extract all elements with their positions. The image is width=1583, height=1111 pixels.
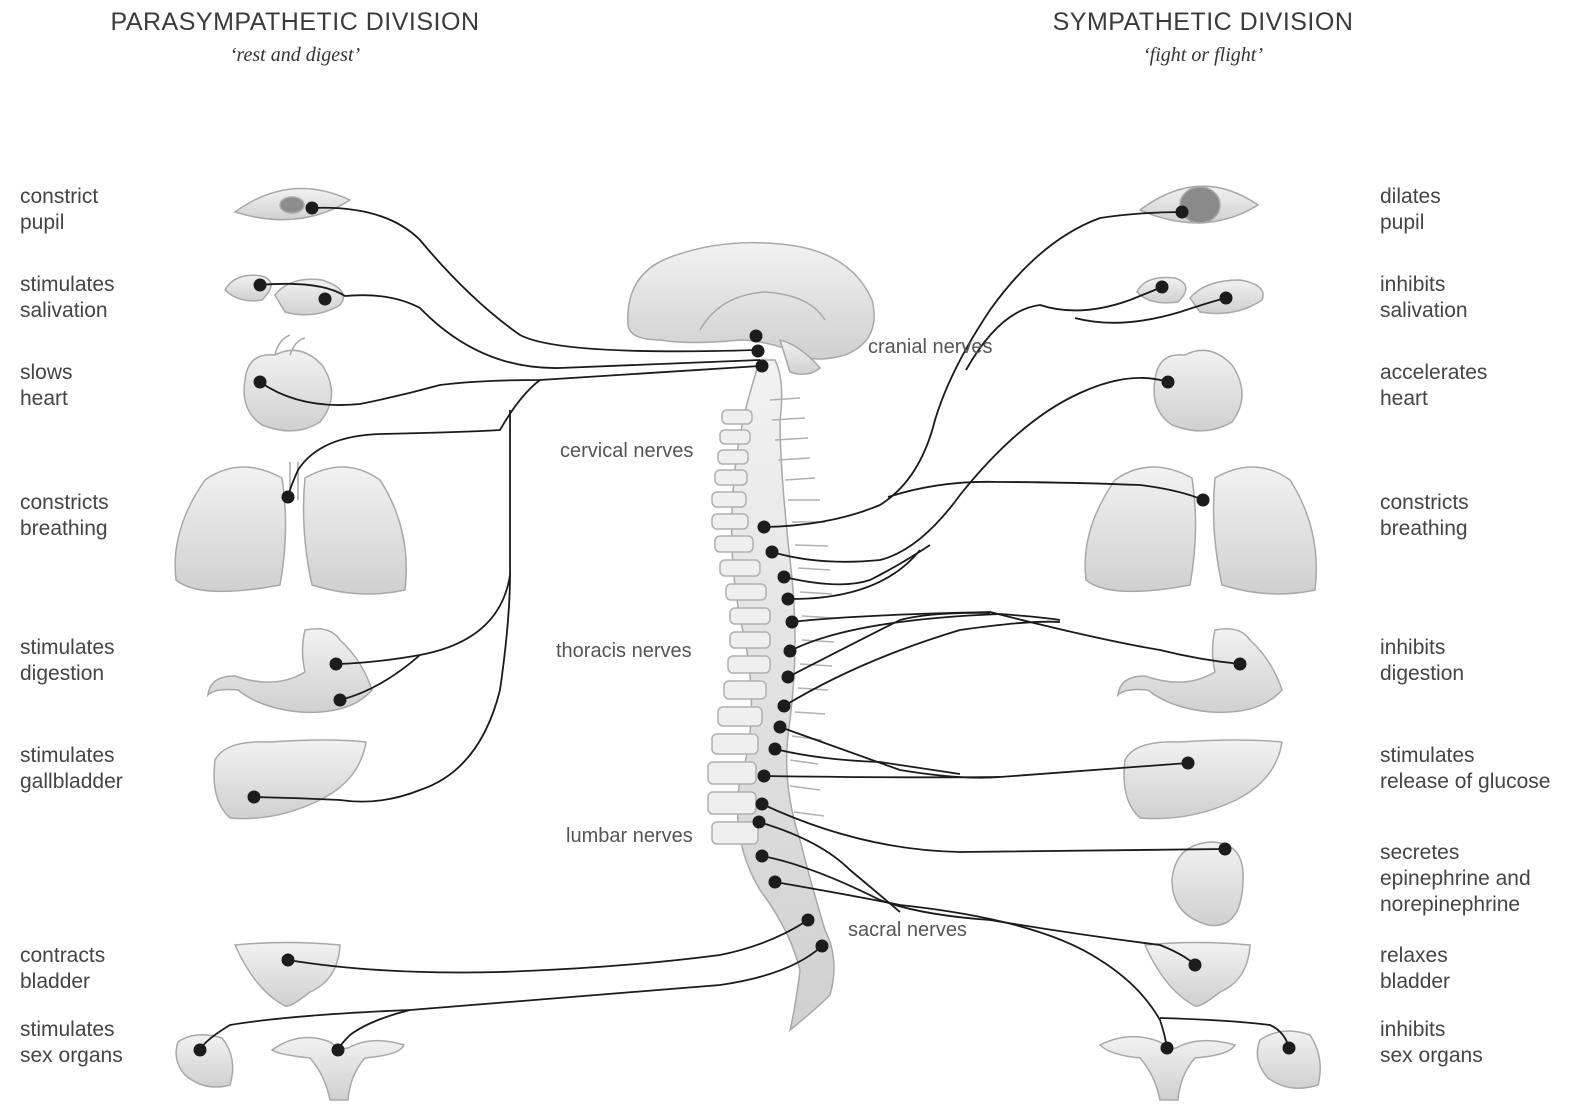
right-liver-icon [1124,740,1282,819]
node-para-pupil [306,202,319,215]
lumbar-nerves-label: lumbar nerves [566,825,693,848]
node-para-salivary-1 [254,279,267,292]
node-spine [782,671,795,684]
node-cranial-2 [752,345,765,358]
right-bladder-icon [1145,943,1250,1007]
node-spine [766,546,779,559]
node-spine [758,770,771,783]
node-para-female [332,1044,345,1057]
node-para-heart [254,376,267,389]
sacral-nerves-label: sacral nerves [848,919,967,942]
node-para-liver [248,791,261,804]
node-spine [756,850,769,863]
right-male-organ-icon [1257,1031,1320,1088]
brain-icon [628,243,874,375]
right-stomach-icon [1118,629,1282,713]
node-symp-stomach [1234,658,1247,671]
node-symp-bladder [1189,959,1202,972]
node-para-lungs [282,491,295,504]
node-para-salivary-2 [319,293,332,306]
node-symp-female [1161,1042,1174,1055]
right-lungs-icon [1085,467,1316,594]
node-spine [782,593,795,606]
node-symp-salivary-2 [1220,292,1233,305]
thoracis-nerves-label: thoracis nerves [556,640,692,663]
node-spine [756,798,769,811]
right-salivary-gland-icon [1137,278,1263,314]
node-cranial-1 [750,330,763,343]
node-spine [784,645,797,658]
node-para-stomach-2 [334,694,347,707]
right-kidney-icon [1172,842,1243,925]
left-lungs-icon [175,462,406,594]
left-eye-icon [235,188,350,219]
node-sacral-1 [802,914,815,927]
node-spine [758,521,771,534]
node-cranial-3 [756,360,769,373]
node-spine [778,571,791,584]
node-symp-pupil [1176,206,1189,219]
right-eye-icon [1140,186,1258,223]
left-bladder-icon [235,943,340,1007]
node-spine [774,721,787,734]
left-male-organ-icon [176,1035,233,1087]
node-symp-salivary-1 [1156,281,1169,294]
node-spine [753,816,766,829]
node-symp-liver [1182,757,1195,770]
left-liver-icon [214,740,366,819]
node-symp-male [1283,1042,1296,1055]
node-para-bladder [282,954,295,967]
node-spine [786,616,799,629]
right-heart-icon [1154,350,1242,431]
cranial-nerves-label: cranial nerves [868,336,993,359]
node-spine [778,700,791,713]
node-symp-heart [1162,376,1175,389]
left-stomach-icon [208,629,372,713]
node-symp-adrenal [1219,843,1232,856]
cervical-nerves-label: cervical nerves [560,440,693,463]
node-sacral-2 [816,940,829,953]
node-spine [769,876,782,889]
node-spine [769,743,782,756]
node-symp-lungs [1197,494,1210,507]
node-para-stomach-1 [330,658,343,671]
node-para-male [194,1044,207,1057]
